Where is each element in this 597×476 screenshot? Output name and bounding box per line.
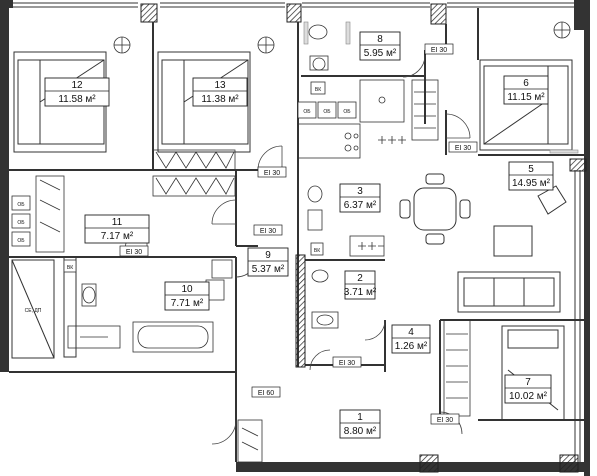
- room-area: 5.95 м²: [364, 48, 397, 59]
- structural-columns: [140, 3, 587, 473]
- window-frames: [13, 2, 581, 467]
- door-rating-text: EI 30: [431, 47, 447, 54]
- bed-room-6: [479, 59, 573, 151]
- room-label-12: 12 11.58 м²: [44, 77, 110, 107]
- storage-label: ОБ: [17, 220, 25, 226]
- water-riser: [63, 81, 326, 273]
- lamps: [113, 21, 571, 54]
- room-label-box: [84, 214, 150, 244]
- room-label-1: 1 8.80 м²: [339, 409, 381, 439]
- room-area: 11.38 м²: [201, 94, 239, 105]
- water-riser-label: ВК: [314, 248, 320, 254]
- door-rating-text: EI 30: [126, 249, 142, 256]
- room-label-box: [508, 161, 554, 191]
- room-label-7: 7 10.02 м²: [504, 374, 552, 404]
- storage-label: ОБ: [323, 109, 331, 115]
- room-number: 9: [265, 250, 271, 261]
- storage-label: ОБ: [343, 109, 351, 115]
- storage-label: ОБ: [17, 238, 25, 244]
- room-number: 8: [377, 34, 383, 45]
- room-label-box: [192, 77, 248, 107]
- room-label-11: 11 7.17 м²: [84, 214, 150, 244]
- door-rating-tag: EI 30: [253, 224, 283, 236]
- room-label-box: [339, 183, 381, 213]
- room-area: 6.37 м²: [344, 200, 377, 211]
- door-rating-text: EI 30: [339, 360, 355, 367]
- door-rating-text: EI 30: [455, 145, 471, 152]
- room-area: 1.26 м²: [395, 341, 428, 352]
- room-number: 7: [525, 377, 531, 388]
- room-number: 10: [181, 284, 193, 295]
- door-rating-text: EI 30: [437, 417, 453, 424]
- radiator: [303, 21, 579, 154]
- kitchen-counter: [297, 123, 406, 257]
- room-number: 4: [408, 327, 414, 338]
- door-rating-text: EI 30: [260, 228, 276, 235]
- door-rating-tag: EI 30: [119, 245, 149, 257]
- bathroom-fixtures: [67, 24, 405, 353]
- bed-room-7: [501, 325, 565, 421]
- room-label-box: [164, 281, 210, 311]
- room-label-2: 2 3.71 м²: [344, 270, 377, 300]
- room-number: 2: [357, 273, 363, 284]
- room-number: 13: [214, 80, 226, 91]
- room-number: 12: [71, 80, 83, 91]
- living-furniture: [457, 185, 567, 313]
- room-label-box: [339, 409, 381, 439]
- room-area: 10.02 м²: [509, 391, 548, 402]
- room-number: 3: [357, 186, 363, 197]
- storage-blocks: [11, 101, 357, 247]
- room-label-6: 6 11.15 м²: [503, 75, 549, 105]
- room-label-9: 9 5.37 м²: [247, 247, 289, 277]
- door-rating-tag: EI 30: [430, 413, 460, 425]
- room-number: 11: [112, 217, 123, 228]
- room-label-3: 3 6.37 м²: [339, 183, 381, 213]
- door-rating-text: EI 30: [264, 170, 280, 177]
- room-number: 5: [528, 164, 534, 175]
- room-label-box: [247, 247, 289, 277]
- room-label-13: 13 11.38 м²: [192, 77, 248, 107]
- water-riser-label: ВК: [315, 87, 321, 93]
- room-label-8: 8 5.95 м²: [359, 31, 401, 61]
- room-label-box: [504, 374, 552, 404]
- room-label-box: [359, 31, 401, 61]
- door-rating-tag: EI 30: [257, 166, 287, 178]
- room-label-box: [503, 75, 549, 105]
- storage-label: ОБ: [303, 109, 311, 115]
- room-label-box: [44, 77, 110, 107]
- room-number: 6: [523, 78, 529, 89]
- laundry-block: [11, 259, 55, 359]
- room-area: 5.37 м²: [252, 264, 285, 275]
- laundry-label: СЕ, ДП: [25, 308, 42, 314]
- room-area: 14.95 м²: [512, 178, 551, 189]
- room-area: 3.71 м²: [344, 287, 377, 298]
- door-rating-tag: EI 60: [251, 386, 281, 398]
- door-rating-tag: EI 30: [424, 43, 454, 55]
- room-label-10: 10 7.71 м²: [164, 281, 210, 311]
- hatched-wall: [295, 254, 306, 368]
- room-number: 1: [357, 412, 363, 423]
- room-label-box: [391, 324, 431, 354]
- room-area: 11.58 м²: [58, 94, 96, 105]
- room-area: 7.71 м²: [171, 298, 204, 309]
- shaft: [63, 256, 77, 358]
- door-rating-tag: EI 30: [332, 356, 362, 368]
- dining-table: [399, 173, 471, 245]
- door-rating-tag: EI 30: [448, 141, 478, 153]
- room-area: 11.15 м²: [507, 92, 545, 103]
- room-label-box: [344, 270, 376, 300]
- room-label-5: 5 14.95 м²: [508, 161, 554, 191]
- room-area: 8.80 м²: [344, 426, 377, 437]
- door-rating-text: EI 60: [258, 390, 274, 397]
- storage-label: ОБ: [17, 202, 25, 208]
- room-label-4: 4 1.26 м²: [391, 324, 431, 354]
- room-area: 7.17 м²: [101, 231, 134, 242]
- water-riser-label: ВК: [67, 265, 73, 271]
